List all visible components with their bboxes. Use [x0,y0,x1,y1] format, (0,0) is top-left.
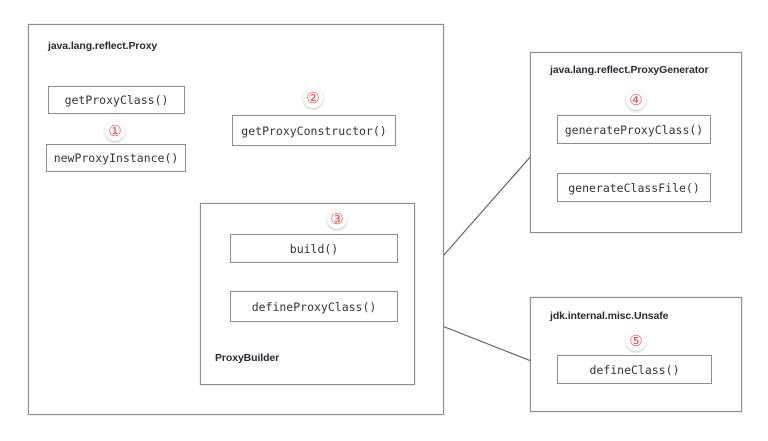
step-badge-1: ① [105,121,125,141]
step-badge-5: ⑤ [626,331,646,351]
node-generateproxyclass[interactable]: generateProxyClass() [557,115,711,144]
step-badge-3: ③ [327,209,347,229]
panel-title-proxygenerator: java.lang.reflect.ProxyGenerator [550,64,709,76]
panel-jdk-internal-misc-unsafe [530,297,742,412]
node-generateclassfile[interactable]: generateClassFile() [557,173,711,202]
node-newproxyinstance[interactable]: newProxyInstance() [46,144,186,172]
step-badge-2: ② [303,88,323,108]
node-defineproxyclass[interactable]: defineProxyClass() [230,291,398,322]
node-getproxyclass[interactable]: getProxyClass() [48,86,185,114]
panel-title-unsafe: jdk.internal.misc.Unsafe [550,310,669,322]
node-defineclass[interactable]: defineClass() [557,355,712,384]
node-build[interactable]: build() [230,234,398,263]
panel-title-proxybuilder: ProxyBuilder [215,352,280,364]
step-badge-4: ④ [626,90,646,110]
panel-title-proxy: java.lang.reflect.Proxy [48,40,158,52]
node-getproxyconstructor[interactable]: getProxyConstructor() [232,115,396,146]
